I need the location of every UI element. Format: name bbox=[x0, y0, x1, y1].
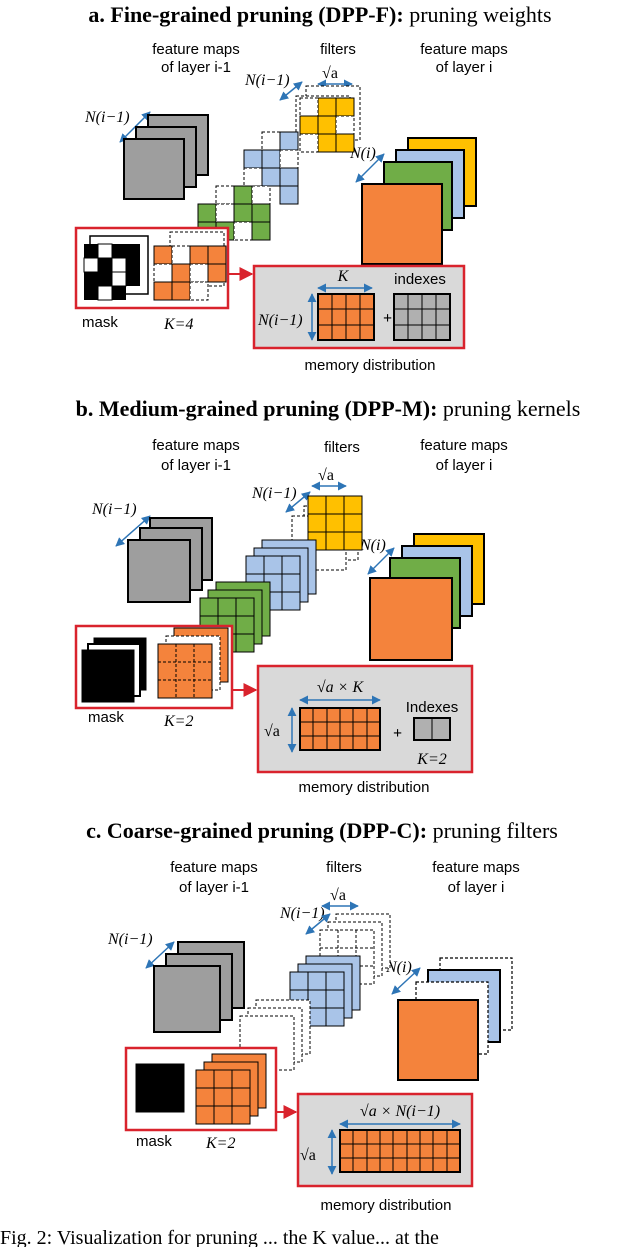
fm-prev-label-2: of layer i-1 bbox=[161, 59, 231, 76]
memory-index-label: indexes bbox=[394, 271, 446, 288]
panel-fine-title-suffix: pruning weights bbox=[404, 2, 552, 27]
panel-coarse-title-suffix: pruning filters bbox=[427, 818, 558, 843]
arrow-depth-prev bbox=[145, 941, 175, 969]
filter-yellow-stack bbox=[295, 85, 361, 153]
fm-cur-orange bbox=[397, 999, 479, 1081]
memory-weights-grid bbox=[317, 293, 375, 341]
filter-empty-stack-2 bbox=[239, 999, 311, 1071]
mask-label: mask bbox=[88, 709, 124, 726]
memory-weights-grid bbox=[339, 1129, 461, 1173]
filter-blue-stack bbox=[289, 955, 361, 1027]
n-prev-label-maps: N(i−1) bbox=[91, 501, 137, 518]
panel-medium-title: b. Medium-grained pruning (DPP-M): pruni… bbox=[76, 396, 581, 421]
memory-n-label: √a bbox=[300, 1147, 316, 1164]
memory-k-label: √a × K bbox=[317, 679, 365, 696]
n-prev-label-maps: N(i−1) bbox=[107, 931, 153, 948]
memory-plus: + bbox=[383, 310, 392, 327]
mask-pattern bbox=[135, 1063, 185, 1113]
memory-k-label: K bbox=[337, 268, 350, 285]
memory-weights-grid bbox=[299, 707, 381, 751]
masked-filter bbox=[195, 1053, 267, 1125]
sqrt-a-label: √a bbox=[322, 65, 338, 82]
filter-yellow-front bbox=[299, 97, 355, 153]
panel-medium-title-suffix: pruning kernels bbox=[437, 396, 580, 421]
mask-pattern bbox=[81, 637, 147, 703]
memory-k-label: √a × N(i−1) bbox=[360, 1103, 440, 1120]
memory-index-label: Indexes bbox=[406, 699, 459, 716]
memory-label: memory distribution bbox=[321, 1197, 452, 1214]
arrow-depth-cur bbox=[355, 153, 385, 183]
panel-fine: a. Fine-grained pruning (DPP-F): pruning… bbox=[74, 2, 552, 374]
memory-n-label: N(i−1) bbox=[257, 312, 303, 329]
mask-label: mask bbox=[136, 1133, 172, 1150]
n-prev-label-filters: N(i−1) bbox=[251, 485, 297, 502]
fm-prev-label-1: feature maps bbox=[170, 859, 258, 876]
sqrt-a-label: √a bbox=[318, 467, 334, 484]
sqrt-a-label: √a bbox=[330, 887, 346, 904]
memory-index-grid bbox=[393, 293, 451, 341]
fm-prev-label-1: feature maps bbox=[152, 41, 240, 58]
filter-yellow-stack bbox=[291, 495, 363, 571]
memory-label: memory distribution bbox=[305, 357, 436, 374]
fm-cur-orange bbox=[369, 577, 453, 661]
arrow-depth-filters bbox=[305, 913, 331, 935]
fm-cur-label-1: feature maps bbox=[432, 859, 520, 876]
arrow-depth-cur bbox=[367, 547, 395, 575]
n-cur-label: N(i) bbox=[359, 537, 386, 554]
panel-fine-title: a. Fine-grained pruning (DPP-F): pruning… bbox=[88, 2, 551, 27]
figure-caption: Fig. 2: Visualization for pruning ... th… bbox=[0, 1227, 439, 1247]
fm-cur-label-2: of layer i bbox=[448, 879, 505, 896]
n-prev-label-filters: N(i−1) bbox=[279, 905, 325, 922]
fm-prev-label-2: of layer i-1 bbox=[161, 457, 231, 474]
fm-cur-orange bbox=[361, 183, 443, 265]
fm-cur-label-1: feature maps bbox=[420, 437, 508, 454]
filters-label: filters bbox=[324, 439, 360, 456]
panel-coarse: c. Coarse-grained pruning (DPP-C): pruni… bbox=[86, 818, 558, 1214]
arrow-depth-cur bbox=[391, 967, 421, 995]
memory-label: memory distribution bbox=[299, 779, 430, 796]
k-label: K=4 bbox=[163, 316, 193, 333]
memory-plus: + bbox=[393, 725, 402, 742]
mask-label: mask bbox=[82, 314, 118, 331]
filter-blue-stack bbox=[243, 131, 299, 205]
fm-prev-front bbox=[153, 965, 221, 1033]
masked-filter bbox=[157, 627, 229, 699]
n-prev-label-maps: N(i−1) bbox=[84, 109, 130, 126]
masked-filter bbox=[153, 231, 227, 301]
fm-cur-label-1: feature maps bbox=[420, 41, 508, 58]
fm-prev-label-1: feature maps bbox=[152, 437, 240, 454]
arrow-depth-filters bbox=[285, 491, 311, 513]
k-label: K=2 bbox=[205, 1135, 235, 1152]
memory-n-label: √a bbox=[264, 723, 280, 740]
fm-cur-label-2: of layer i bbox=[436, 457, 493, 474]
fm-prev-label-2: of layer i-1 bbox=[179, 879, 249, 896]
n-prev-label-filters: N(i−1) bbox=[244, 72, 290, 89]
panel-medium-title-prefix: b. Medium-grained pruning (DPP-M): bbox=[76, 396, 438, 421]
arrow-depth-filters bbox=[279, 81, 303, 101]
filters-label: filters bbox=[320, 41, 356, 58]
memory-index-k-label: K=2 bbox=[416, 751, 446, 768]
filters-label: filters bbox=[326, 859, 362, 876]
mask-pattern bbox=[83, 235, 149, 301]
panel-coarse-title: c. Coarse-grained pruning (DPP-C): pruni… bbox=[86, 818, 558, 843]
fm-cur-label-2: of layer i bbox=[436, 59, 493, 76]
panel-fine-title-prefix: a. Fine-grained pruning (DPP-F): bbox=[88, 2, 403, 27]
panel-medium: b. Medium-grained pruning (DPP-M): pruni… bbox=[74, 396, 581, 796]
memory-index-grid bbox=[413, 717, 451, 741]
panel-coarse-title-prefix: c. Coarse-grained pruning (DPP-C): bbox=[86, 818, 427, 843]
fm-prev-front bbox=[123, 138, 185, 200]
k-label: K=2 bbox=[163, 713, 193, 730]
fm-prev-front bbox=[127, 539, 191, 603]
arrow-depth-prev bbox=[115, 515, 151, 547]
